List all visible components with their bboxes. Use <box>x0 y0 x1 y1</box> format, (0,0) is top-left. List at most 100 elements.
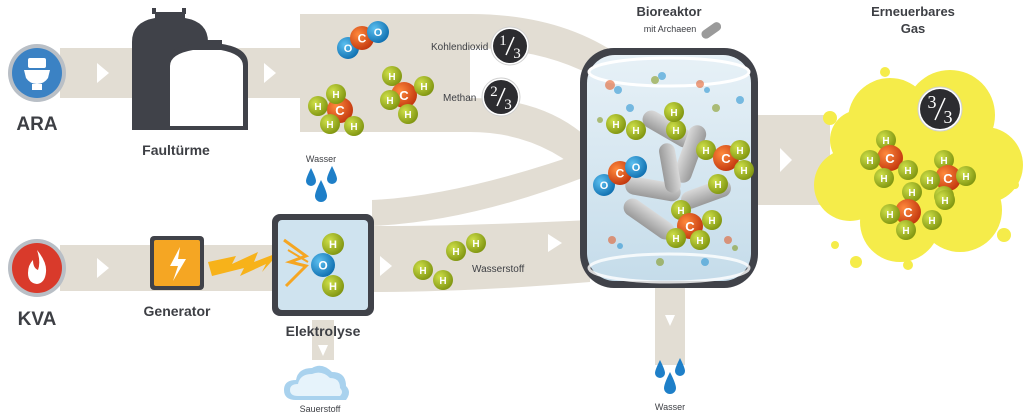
atom-h-label: H <box>419 266 426 277</box>
atom-h <box>308 96 328 116</box>
ch4-molecule: HH <box>606 114 646 140</box>
flow-arrows <box>97 63 792 356</box>
atom-h-label: H <box>672 126 679 137</box>
atom-h-label: H <box>702 146 709 157</box>
gas-title-line1: Erneuerbares <box>871 4 955 19</box>
atom-h <box>413 260 433 280</box>
water-drop-icon <box>315 180 327 202</box>
atom-h <box>322 233 344 255</box>
atom-h <box>920 170 940 190</box>
atom-c <box>877 145 903 171</box>
atom-h-label: H <box>329 281 337 293</box>
atom-c-label: C <box>721 151 731 166</box>
atom-o <box>625 156 647 178</box>
kohlendioxid-label: Kohlendioxid <box>431 42 488 53</box>
atom-h <box>702 210 722 230</box>
atom-h <box>344 116 364 136</box>
water-drops-bottom <box>655 358 685 394</box>
atom-c-label: C <box>616 167 625 181</box>
fraction-ch4-num: 2 <box>490 84 498 100</box>
atom-c-label: C <box>903 205 913 220</box>
arrow-icon <box>548 234 562 252</box>
atom-h-label: H <box>714 180 721 191</box>
pipe-oxygen-down <box>312 320 334 360</box>
atom-h-label: H <box>908 188 915 199</box>
atom-h-label: H <box>332 90 339 101</box>
atom-h-label: H <box>404 110 411 121</box>
methan-label: Methan <box>443 93 476 104</box>
atom-o-label: O <box>318 259 327 273</box>
arrow-icon <box>97 258 109 278</box>
atom-c-label: C <box>685 219 695 234</box>
fraction-ch4-den: 3 <box>504 97 512 113</box>
wasser-bottom-label: Wasser <box>655 402 685 412</box>
atom-h <box>666 228 686 248</box>
arrow-icon <box>665 315 675 326</box>
atom-h-label: H <box>612 120 619 131</box>
atom-h-label: H <box>740 166 747 177</box>
wasserstoff-label: Wasserstoff <box>472 264 524 275</box>
atom-h <box>880 204 900 224</box>
elektrolyse-label: Elektrolyse <box>286 323 361 339</box>
fraction-co2-num: 1 <box>499 33 507 49</box>
atom-h <box>696 140 716 160</box>
atom-h <box>446 241 466 261</box>
atom-h-label: H <box>677 206 684 217</box>
wasser-top-label: Wasser <box>306 154 336 164</box>
pipe-elektrolyse-upper <box>372 150 590 226</box>
atom-h-label: H <box>350 122 357 133</box>
fraction-gas-den: 3 <box>944 107 953 127</box>
atom-h <box>730 140 750 160</box>
generator-label: Generator <box>144 303 211 319</box>
pipe-elektrolyse-to-reactor <box>372 220 590 292</box>
pipe-ara-to-reactor <box>300 98 590 180</box>
atom-h <box>320 114 340 134</box>
atom-h-label: H <box>696 236 703 247</box>
bioreaktor-label: Bioreaktor <box>636 4 701 19</box>
atom-h <box>934 150 954 170</box>
atom-h-label: H <box>472 239 479 250</box>
atom-h-label: H <box>940 156 947 167</box>
ara-node: ARA <box>8 44 66 135</box>
water-drop-icon <box>306 168 316 186</box>
kva-label: KVA <box>18 309 57 330</box>
atom-h <box>734 160 754 180</box>
fraction-co2-den: 3 <box>513 46 521 62</box>
atom-h <box>860 150 880 170</box>
atom-o-label: O <box>344 43 353 55</box>
atom-o-label: O <box>632 162 641 174</box>
ara-label: ARA <box>16 114 57 135</box>
atom-h <box>690 230 710 250</box>
atom-h <box>898 160 918 180</box>
fraction-badge-ch4: 2 3 <box>481 77 521 117</box>
arrow-icon <box>553 80 565 96</box>
atom-c-label: C <box>335 103 345 118</box>
atom-h <box>414 76 434 96</box>
fraction-gas-num: 3 <box>928 92 937 112</box>
cloud-icon <box>284 365 349 400</box>
arrow-icon <box>780 148 792 172</box>
atom-h-label: H <box>880 174 887 185</box>
atom-h <box>626 120 646 140</box>
atom-c-label: C <box>358 32 367 46</box>
archaeen-label: mit Archaeen <box>644 24 697 34</box>
toilet-icon <box>24 58 50 90</box>
arrow-icon <box>264 63 276 83</box>
atom-h-label: H <box>962 172 969 183</box>
faultuerme-label: Faultürme <box>142 142 210 158</box>
atom-h-label: H <box>670 108 677 119</box>
atom-h <box>382 66 402 86</box>
bacterium-icon <box>701 22 722 39</box>
electricity-bolt-icon <box>208 252 280 276</box>
atom-h-label: H <box>882 136 889 147</box>
reactor-particles <box>597 72 744 266</box>
faultuerme-towers: Faultürme <box>132 8 248 158</box>
water-drop-icon <box>655 360 665 378</box>
